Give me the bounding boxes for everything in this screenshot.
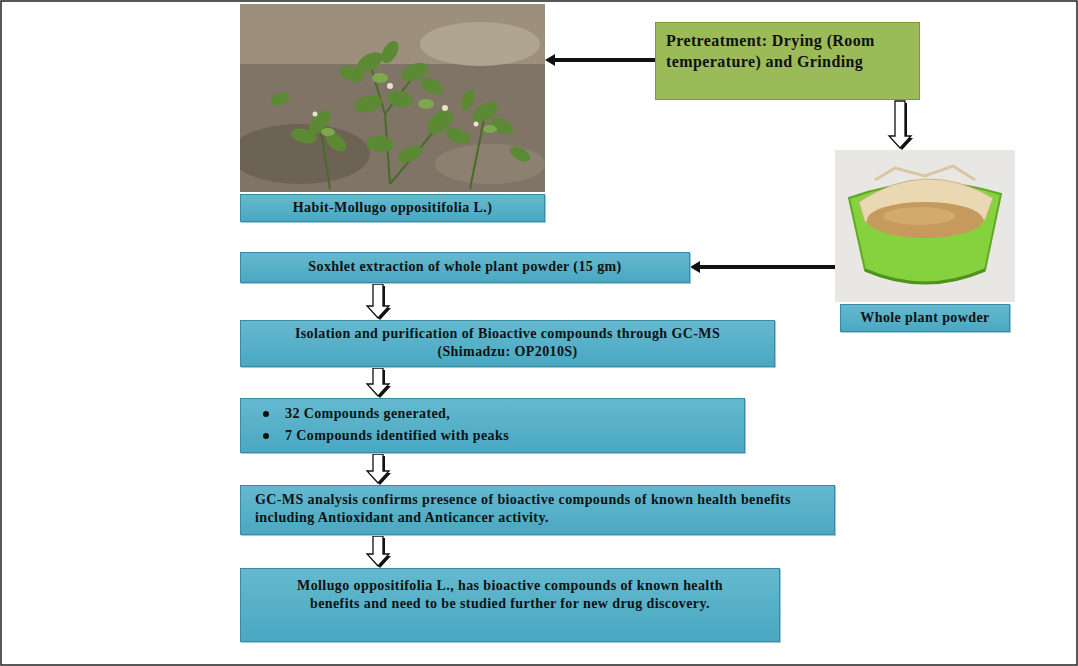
bullet-row: 32 Compounds generated, <box>285 405 724 423</box>
flow-arrow <box>367 536 391 568</box>
process-box: GC-MS analysis confirms presence of bioa… <box>240 485 835 535</box>
process-box: Isolation and purification of Bioactive … <box>240 320 775 367</box>
box-label: Soxhlet extraction of whole plant powder… <box>253 258 677 276</box>
box-label: Isolation and purification of Bioactive … <box>281 325 734 361</box>
arrow-shape <box>545 54 655 66</box>
arrow-shape <box>367 368 389 396</box>
flow-arrow <box>690 261 835 273</box>
box-label: 7 Compounds identified with peaks <box>285 427 724 445</box>
flow-arrow <box>367 284 391 320</box>
box-label: 32 Compounds generated, <box>285 405 724 423</box>
box-label: GC-MS analysis confirms presence of bioa… <box>255 491 820 527</box>
powder-photo <box>835 150 1015 302</box>
arrow-shape <box>889 101 911 148</box>
arrow-shape <box>367 454 389 483</box>
arrow-shape <box>367 284 389 318</box>
flow-arrow <box>545 54 655 66</box>
process-box: Soxhlet extraction of whole plant powder… <box>240 252 690 283</box>
bullet-row: 7 Compounds identified with peaks <box>285 427 724 445</box>
plant-photo <box>240 4 545 192</box>
bullet-dot <box>263 433 269 439</box>
result-box: 32 Compounds generated, 7 Compounds ident… <box>240 398 745 453</box>
flow-arrow <box>889 101 913 150</box>
flow-arrow <box>367 454 391 485</box>
box-label: Habit-Mollugo oppositifolia L.) <box>249 199 536 217</box>
flow-arrow <box>367 368 391 398</box>
conclusion-box: Mollugo oppositifolia L., has bioactive … <box>240 568 780 642</box>
box-label: Whole plant powder <box>849 309 1001 327</box>
box-label: Mollugo oppositifolia L., has bioactive … <box>277 577 743 613</box>
pretreatment-box: Pretreatment: Drying (Room temperature) … <box>655 22 920 100</box>
arrow-shape <box>367 536 389 566</box>
caption-box: Habit-Mollugo oppositifolia L.) <box>240 194 545 222</box>
arrow-shape <box>690 261 835 273</box>
photo-caption-box: Whole plant powder <box>835 150 1015 332</box>
caption-box: Whole plant powder <box>840 304 1010 332</box>
box-label: Pretreatment: Drying (Room temperature) … <box>666 31 909 73</box>
bullet-dot <box>263 411 269 417</box>
photo-caption-box: Habit-Mollugo oppositifolia L.) <box>240 4 545 222</box>
